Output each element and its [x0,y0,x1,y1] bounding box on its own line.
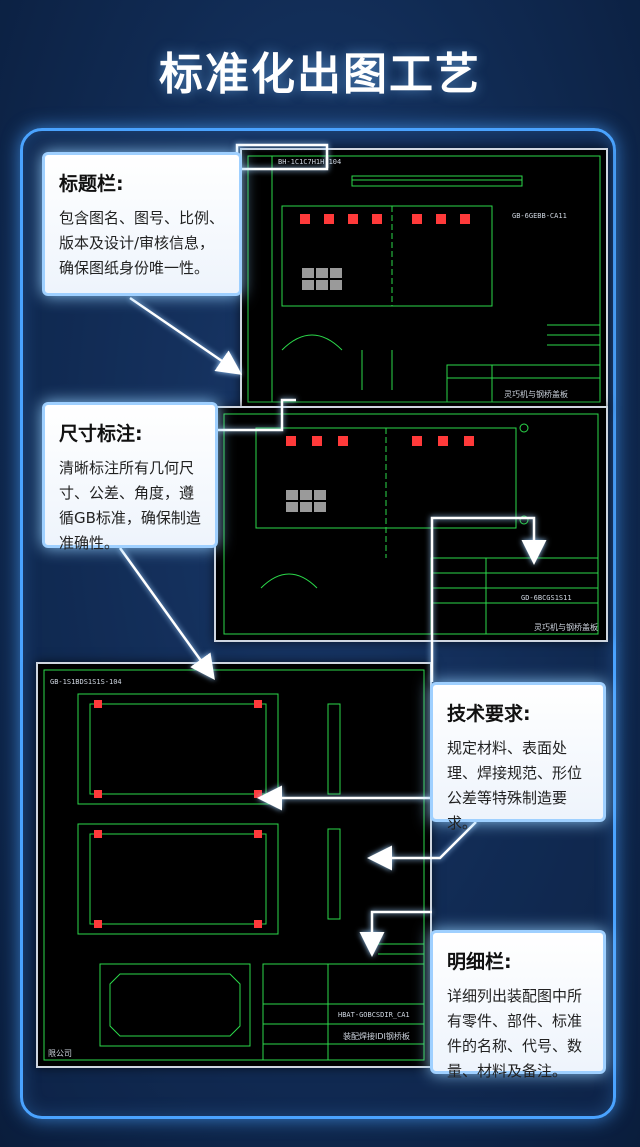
drawing-sheet-2: GD-6BCGS1S11 灵巧机与钢桥盖板 [214,406,608,642]
callout-dimension-heading: 尺寸标注: [59,423,143,445]
cad-drawing-3: GB-1S1BDS1S1S-104 HBAT-GOBCSDIR_CA1 装配焊接… [43,669,425,1061]
callout-title-block-body: 包含图名、图号、比例、版本及设计/审核信息，确保图纸身份唯一性。 [59,209,225,277]
callout-tech-requirements-heading: 技术要求: [447,703,531,725]
page-title: 标准化出图工艺 [159,49,481,100]
sheet1-ref: GB-6GEBB-CA11 [512,212,567,220]
sheet3-footer: 限公司 [48,1049,72,1058]
callout-dimension: 尺寸标注: 清晰标注所有几何尺寸、公差、角度，遵循GB标准，确保制造准确性。 [42,402,218,552]
cad-drawing-1: BH-1C1C7H1H-104 GB-6GEBB-CA11 灵巧机与钢桥盖板 [247,155,601,403]
callout-title-block-heading: 标题栏: [59,173,124,195]
drawing-sheet-1: BH-1C1C7H1H-104 GB-6GEBB-CA11 灵巧机与钢桥盖板 [240,148,608,410]
cad-drawing-2: GD-6BCGS1S11 灵巧机与钢桥盖板 [223,413,599,635]
sheet3-ref: HBAT-GOBCSDIR_CA1 [338,1011,410,1019]
sheet3-code: GB-1S1BDS1S1S-104 [50,678,122,686]
sheet2-code: GD-6BCGS1S11 [521,594,572,602]
callout-tech-requirements-body: 规定材料、表面处理、焊接规范、形位公差等特殊制造要求。 [447,739,583,832]
callout-bom: 明细栏: 详细列出装配图中所有零件、部件、标准件的名称、代号、数量、材料及备注。 [430,930,606,1080]
sheet2-name: 灵巧机与钢桥盖板 [534,622,598,632]
left-decoration [0,160,21,920]
sheet1-code: BH-1C1C7H1H-104 [278,158,341,166]
callout-bom-heading: 明细栏: [447,951,512,973]
callout-bom-body: 详细列出装配图中所有零件、部件、标准件的名称、代号、数量、材料及备注。 [447,987,583,1080]
callout-title-block: 标题栏: 包含图名、图号、比例、版本及设计/审核信息，确保图纸身份唯一性。 [42,152,242,296]
callout-tech-requirements: 技术要求: 规定材料、表面处理、焊接规范、形位公差等特殊制造要求。 [430,682,606,832]
drawing-sheet-3: GB-1S1BDS1S1S-104 HBAT-GOBCSDIR_CA1 装配焊接… [36,662,432,1068]
sheet3-name: 装配焊接IDI钢桥板 [343,1031,410,1041]
callout-dimension-body: 清晰标注所有几何尺寸、公差、角度，遵循GB标准，确保制造准确性。 [59,459,201,552]
sheet1-name: 灵巧机与钢桥盖板 [504,389,568,399]
